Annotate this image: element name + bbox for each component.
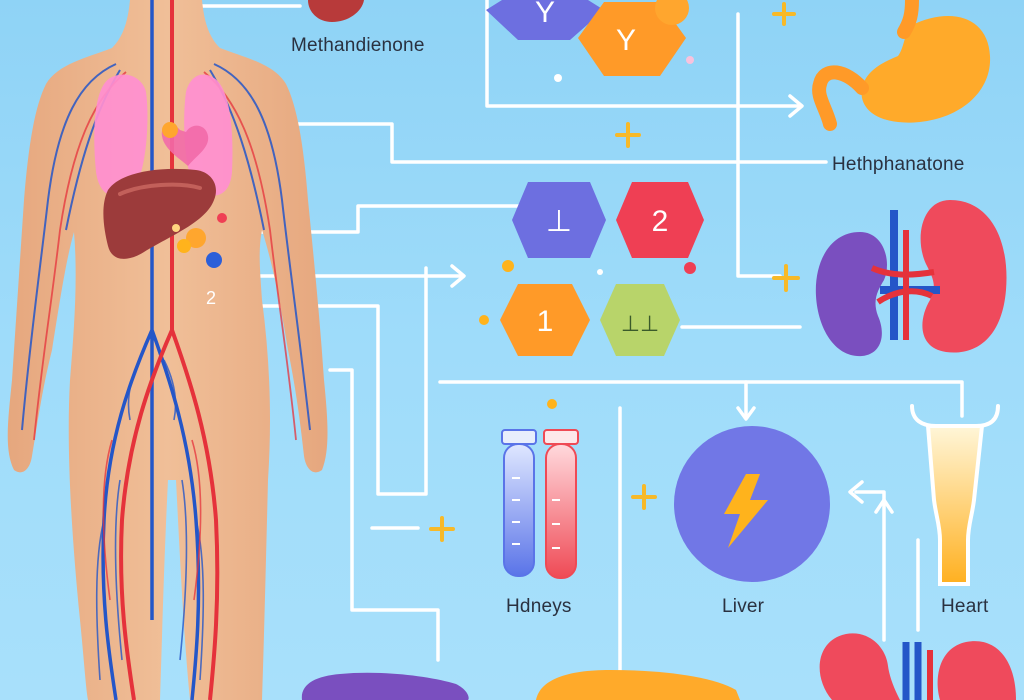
stomach-duct	[812, 65, 869, 131]
organ-node	[186, 228, 206, 248]
plus-signs	[429, 2, 800, 542]
connector-vertical-right	[736, 12, 782, 278]
kidney-pair-illustration	[815, 200, 1007, 357]
beaker-glass	[925, 424, 985, 586]
liver-highlight	[118, 182, 202, 196]
tube-blue-ticks	[512, 477, 520, 545]
body-silhouette	[7, 0, 328, 700]
plus-icon	[772, 264, 800, 292]
molecule-dot	[597, 269, 603, 275]
leg-arteries	[102, 439, 202, 601]
connector-body-loop	[213, 266, 428, 496]
kidney-artery	[870, 230, 935, 340]
label-methandienone: Methandienone	[291, 35, 425, 56]
stomach-illustration	[812, 0, 991, 131]
hexagon-purple-top	[486, 0, 604, 40]
beaker-illustration	[910, 404, 1000, 586]
tube-blue	[503, 443, 535, 577]
hexagon-green-mid	[600, 284, 680, 356]
connector-liver-bar	[438, 380, 964, 418]
hexagon-orange-top	[578, 2, 686, 76]
hexagon-green-mid-label: ⊥⊥	[621, 311, 659, 336]
hexagon-red-mid	[616, 182, 704, 258]
leg-capillaries	[95, 359, 205, 681]
organ-node	[162, 122, 178, 138]
hexagon-orange-mid-label: 1	[537, 305, 554, 338]
organ-node	[217, 213, 227, 223]
liver-energy-illustration	[674, 426, 830, 582]
arrowhead-right-mid	[450, 264, 466, 288]
plus-icon	[631, 484, 657, 510]
hexagon-purple-top-label: Y	[535, 0, 555, 29]
connector-heart-to-hethphanatone	[213, 122, 828, 164]
hexagon-orange-top-label: Y	[616, 24, 636, 57]
connector-heart-left	[854, 490, 886, 642]
molecule-dot	[547, 399, 557, 409]
kidney-bottom-right-2	[937, 641, 1016, 700]
plus-icon	[429, 516, 455, 542]
mid-hexagon-group: ⊥ 2 1 ⊥⊥	[479, 182, 704, 409]
label-liver: Liver	[722, 596, 765, 617]
lightning-bolt-icon	[724, 474, 768, 548]
kidney-left	[815, 232, 887, 357]
test-tubes-illustration	[501, 429, 579, 579]
arrowhead-up-heart	[874, 498, 894, 514]
liver-fragment-top	[308, 0, 364, 22]
molecule-dot	[686, 56, 694, 64]
label-hethphanatone: Hethphanatone	[832, 154, 965, 175]
artery-main	[119, 0, 220, 700]
organ-node	[206, 252, 222, 268]
tube-blue-cap	[501, 429, 537, 445]
hexagon-red-mid-label: 2	[652, 205, 669, 238]
arrowhead-right-top	[788, 94, 804, 118]
top-hexagon-group: Y Y	[486, 0, 694, 82]
molecule-dot	[684, 262, 696, 274]
arm-vessels	[21, 63, 311, 431]
organ-node	[172, 224, 180, 232]
hexagon-purple-mid	[512, 182, 606, 258]
tube-red	[545, 443, 577, 579]
tube-red-ticks	[552, 499, 560, 549]
label-hdneys: Hdneys	[506, 596, 572, 617]
tube-red-cap	[543, 429, 579, 445]
connector-lines	[163, 0, 964, 692]
arrowhead-down-liver	[736, 406, 756, 421]
kidney-right	[920, 200, 1007, 353]
label-heart: Heart	[941, 596, 989, 617]
molecule-dot	[479, 315, 489, 325]
body-tag-label: 2	[206, 288, 216, 308]
hexagon-orange-mid	[500, 284, 590, 356]
human-body-illustration	[7, 0, 364, 700]
lung-left	[94, 74, 148, 197]
arrowhead-left-liver	[848, 480, 864, 504]
molecule-dot	[554, 74, 562, 82]
stomach-body	[861, 16, 991, 123]
hexagon-purple-mid-label: ⊥	[546, 205, 572, 238]
arrowheads	[450, 94, 894, 514]
connector-top-bracket	[485, 0, 802, 108]
stomach-esophagus	[897, 0, 919, 39]
organ-bottom-orange	[536, 670, 740, 700]
organ-node	[177, 239, 191, 253]
bottom-vessels	[902, 642, 922, 700]
lung-right	[184, 74, 233, 196]
kidney-bottom-right	[819, 633, 900, 700]
connector-left-lower	[328, 368, 440, 662]
plus-icon	[772, 2, 796, 26]
beaker-rim	[910, 404, 1000, 428]
liver-bottom-purple	[301, 672, 469, 700]
molecule-dot	[502, 260, 514, 272]
plus-icon	[615, 122, 641, 148]
molecule-dot	[655, 0, 689, 25]
bottom-organs	[301, 633, 1016, 700]
